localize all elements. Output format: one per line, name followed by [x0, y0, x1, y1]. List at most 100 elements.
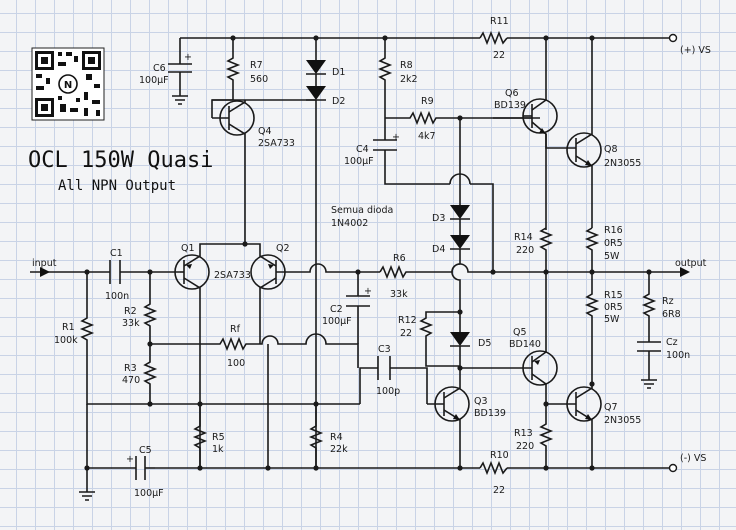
- svg-text:R10: R10: [490, 450, 509, 461]
- svg-text:22: 22: [493, 50, 505, 61]
- svg-text:100p: 100p: [376, 386, 400, 397]
- transistor-q8: [566, 38, 602, 228]
- resistor-r7: [225, 38, 241, 100]
- input-arrow-icon: [40, 267, 50, 277]
- svg-text:2k2: 2k2: [400, 74, 418, 85]
- svg-text:R7: R7: [250, 60, 263, 71]
- resistor-r9: [385, 110, 540, 126]
- svg-text:2SA733: 2SA733: [258, 138, 295, 149]
- diode-d5: [450, 332, 470, 386]
- positive-rail: [180, 33, 678, 43]
- svg-text:N: N: [64, 80, 72, 91]
- svg-text:0R5: 0R5: [604, 302, 623, 313]
- svg-text:22: 22: [493, 485, 505, 496]
- transistor-q5: [460, 272, 576, 405]
- transistor-q7: [566, 384, 602, 468]
- svg-text:D5: D5: [478, 338, 491, 349]
- svg-text:D2: D2: [332, 96, 345, 107]
- negative-supply-label: (-) VS: [680, 453, 706, 464]
- subtitle: All NPN Output: [58, 178, 176, 194]
- capacitor-c1: [104, 260, 180, 284]
- diode-d1: [306, 38, 326, 75]
- resistor-r11: [479, 30, 508, 46]
- transistor-q3: [427, 386, 470, 468]
- svg-text:Q5: Q5: [513, 327, 527, 338]
- svg-text:R12: R12: [398, 315, 417, 326]
- svg-text:560: 560: [250, 74, 268, 85]
- svg-text:2N3055: 2N3055: [604, 415, 641, 426]
- svg-text:0R5: 0R5: [604, 238, 623, 249]
- negative-rail: [155, 463, 678, 473]
- svg-text:R3: R3: [124, 363, 137, 374]
- svg-text:R15: R15: [604, 290, 623, 301]
- svg-text:R13: R13: [514, 428, 533, 439]
- svg-text:R11: R11: [490, 16, 509, 27]
- resistor-r14: [538, 227, 554, 272]
- resistor-r12: [418, 311, 460, 367]
- title: OCL 150W Quasi: [28, 148, 213, 173]
- diode-d3: [450, 205, 470, 235]
- qr-code: N: [31, 47, 105, 121]
- svg-text:100µF: 100µF: [134, 488, 164, 499]
- capacitor-c6: +: [168, 38, 192, 105]
- capacitor-c2: +: [346, 272, 372, 344]
- svg-text:100n: 100n: [666, 350, 690, 361]
- svg-text:1k: 1k: [212, 444, 224, 455]
- zobel-network: [637, 272, 661, 389]
- resistor-r15: [584, 272, 600, 384]
- diode-d4: [450, 235, 470, 332]
- svg-text:C5: C5: [139, 445, 152, 456]
- svg-text:4k7: 4k7: [418, 131, 436, 142]
- svg-text:C4: C4: [356, 144, 369, 155]
- svg-text:2N3055: 2N3055: [604, 158, 641, 169]
- svg-text:R1: R1: [62, 322, 75, 333]
- capacitor-c3: [359, 356, 428, 404]
- capacitor-c5: +: [79, 404, 155, 501]
- svg-text:22k: 22k: [330, 444, 348, 455]
- resistor-r5: [192, 404, 208, 468]
- positive-supply-label: (+) VS: [680, 45, 711, 56]
- transistor-q6: [493, 38, 576, 230]
- output-arrow-icon: [680, 267, 690, 277]
- svg-text:100µF: 100µF: [322, 316, 352, 327]
- resistor-r3: [142, 344, 158, 404]
- junction-dots: [84, 35, 652, 471]
- svg-text:100k: 100k: [54, 335, 78, 346]
- output-label: output: [675, 258, 707, 269]
- negative-supply-terminal: [668, 463, 678, 473]
- svg-text:R5: R5: [212, 432, 225, 443]
- resistor-r6: [379, 263, 493, 280]
- svg-text:Q6: Q6: [505, 88, 519, 99]
- svg-text:C2: C2: [330, 304, 343, 315]
- svg-text:33k: 33k: [122, 318, 140, 329]
- svg-text:R2: R2: [124, 306, 137, 317]
- capacitor-c4: +: [373, 132, 494, 272]
- diode-note-2: 1N4002: [331, 218, 368, 229]
- svg-text:+: +: [364, 286, 372, 297]
- resistor-r1: [79, 272, 360, 405]
- svg-text:BD140: BD140: [509, 339, 541, 350]
- svg-text:220: 220: [516, 245, 534, 256]
- svg-text:220: 220: [516, 441, 534, 452]
- svg-text:C3: C3: [378, 344, 391, 355]
- svg-text:33k: 33k: [390, 289, 408, 300]
- resistor-r8: [377, 38, 393, 140]
- svg-text:R14: R14: [514, 232, 533, 243]
- svg-text:Rz: Rz: [662, 296, 674, 307]
- svg-text:C1: C1: [110, 248, 123, 259]
- diode-note-1: Semua dioda: [331, 205, 393, 216]
- resistor-r10: [479, 460, 508, 476]
- svg-text:+: +: [392, 132, 400, 143]
- svg-text:C6: C6: [153, 63, 166, 74]
- positive-supply-terminal: [668, 33, 678, 43]
- svg-text:Q1: Q1: [181, 243, 195, 254]
- svg-text:BD139: BD139: [494, 100, 526, 111]
- svg-text:R4: R4: [330, 432, 343, 443]
- svg-text:5W: 5W: [604, 251, 620, 262]
- svg-text:BD139: BD139: [474, 408, 506, 419]
- svg-text:100µF: 100µF: [344, 156, 374, 167]
- svg-text:Cz: Cz: [666, 337, 678, 348]
- svg-text:22: 22: [400, 328, 412, 339]
- svg-text:100n: 100n: [105, 291, 129, 302]
